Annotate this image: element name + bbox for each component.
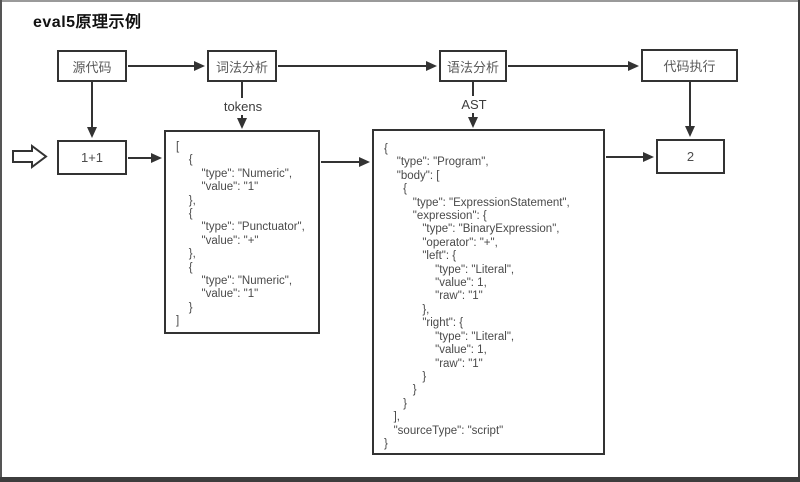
frame-bottom-bar	[0, 477, 800, 482]
block-arrow-icon	[12, 144, 48, 169]
tokens-json-box: [ { "type": "Numeric", "value": "1" }, {…	[164, 130, 320, 334]
node-input-expression-label: 1+1	[80, 150, 104, 165]
node-result-value-label: 2	[686, 149, 695, 164]
node-code-execution-label: 代码执行	[663, 59, 716, 74]
edge-label-ast: AST	[452, 97, 496, 112]
ast-json-box: { "type": "Program", "body": [ { "type":…	[372, 129, 605, 455]
node-source-code: 源代码	[57, 50, 127, 82]
node-code-execution: 代码执行	[641, 49, 738, 82]
node-syntax-analysis-label: 语法分析	[446, 59, 499, 75]
tokens-json-code: [ { "type": "Numeric", "value": "1" }, {…	[176, 141, 305, 328]
frame-top-edge	[0, 0, 800, 2]
frame-left-edge	[0, 0, 2, 482]
node-syntax-analysis: 语法分析	[439, 50, 507, 82]
diagram-title: eval5原理示例	[33, 14, 142, 31]
node-lexical-analysis-label: 词法分析	[215, 59, 268, 75]
frame-right-edge	[798, 0, 800, 482]
node-lexical-analysis: 词法分析	[207, 50, 277, 82]
node-input-expression: 1+1	[57, 140, 127, 175]
ast-json-code: { "type": "Program", "body": [ { "type":…	[384, 143, 570, 450]
node-source-code-label: 源代码	[72, 59, 112, 75]
node-result-value: 2	[656, 139, 725, 174]
edge-label-tokens: tokens	[218, 99, 268, 114]
